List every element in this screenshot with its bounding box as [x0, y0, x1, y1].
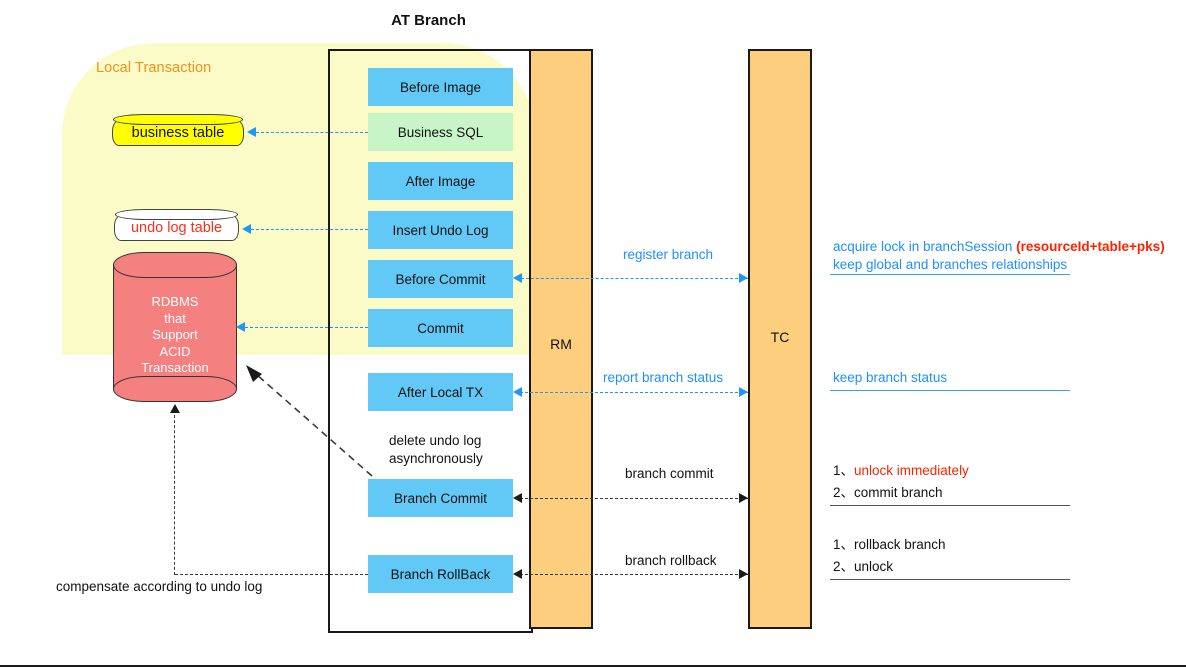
rdbms-label: RDBMS that Support ACID Transaction: [141, 294, 209, 375]
label-register-branch: register branch: [623, 247, 714, 262]
business-table-label: business table: [131, 125, 225, 141]
note-commit-step-2-number: 2、: [833, 485, 855, 500]
separator-branch-status-note: [830, 390, 1070, 391]
page-title: AT Branch: [391, 12, 466, 29]
cylinder-top-icon: [113, 252, 237, 278]
rm-column: RM: [529, 49, 593, 629]
arrowhead-left-icon: [513, 273, 522, 283]
arrowhead-left-icon: [513, 493, 522, 503]
note-rollback-step-1-number: 1、: [833, 537, 855, 552]
cylinder-body: [113, 264, 237, 390]
note-delete-undo-log: delete undo log asynchronously: [389, 432, 483, 468]
note-acquire-lock-line1: acquire lock in branchSession (resourceI…: [833, 238, 1165, 256]
note-rollback-steps: 1、rollback branch 2、unlock: [833, 534, 946, 578]
undo-log-table-label: undo log table: [130, 220, 223, 236]
note-commit-steps: 1、unlock immediately 2、commit branch: [833, 460, 969, 504]
tc-label: TC: [770, 329, 790, 345]
note-acquire-lock-red: (resourceId+table+pks): [1016, 239, 1165, 254]
flow-box-business-sql[interactable]: Business SQL: [368, 113, 513, 151]
bottom-divider: [0, 665, 1186, 667]
connector-commit-to-rdbms: [245, 327, 368, 328]
label-branch-rollback: branch rollback: [625, 553, 717, 568]
arrowhead-up-icon: [170, 404, 180, 413]
flow-box-after-local-tx[interactable]: After Local TX: [368, 373, 513, 411]
undo-log-table-store: undo log table: [114, 209, 239, 241]
note-rollback-step-2: 2、unlock: [833, 556, 946, 578]
note-commit-step-1-text: unlock immediately: [854, 463, 969, 478]
connector-report-branch-status: [520, 392, 748, 393]
arrowhead-left-icon: [513, 569, 522, 579]
connector-business-sql-to-table: [256, 132, 368, 133]
arrowhead-left-icon: [247, 127, 256, 137]
connector-insert-undo-log-to-table: [251, 229, 368, 230]
connector-register-branch: [516, 278, 748, 279]
note-acquire-lock-prefix: acquire lock in branchSession: [833, 239, 1013, 254]
local-transaction-label: Local Transaction: [96, 60, 212, 76]
label-report-branch-status: report branch status: [603, 370, 724, 385]
rm-label: RM: [550, 336, 572, 352]
arrowhead-right-icon: [739, 493, 748, 503]
cylinder-lid-icon: [115, 209, 238, 220]
separator-rollback-note: [830, 579, 1070, 580]
note-rollback-step-1-text: rollback branch: [854, 537, 946, 552]
arrowhead-left-icon: [242, 224, 251, 234]
cylinder-bottom-icon: [113, 376, 237, 402]
flow-box-commit[interactable]: Commit: [368, 309, 513, 347]
note-keep-branch-status: keep branch status: [833, 370, 948, 385]
arrowhead-right-icon: [739, 273, 748, 283]
note-rollback-step-1: 1、rollback branch: [833, 534, 946, 556]
note-compensate: compensate according to undo log: [56, 579, 263, 594]
separator-lock-note: [830, 274, 1070, 275]
arrowhead-left-icon: [236, 322, 245, 332]
note-commit-step-1: 1、unlock immediately: [833, 460, 969, 482]
note-acquire-lock: acquire lock in branchSession (resourceI…: [833, 238, 1165, 274]
separator-commit-note: [830, 505, 1070, 506]
diagonal-dashed-arrow-icon: [246, 365, 373, 477]
connector-compensate-vertical: [174, 415, 175, 575]
connector-compensate-horizontal: [175, 574, 368, 575]
note-commit-step-2: 2、commit branch: [833, 482, 969, 504]
flow-box-before-image[interactable]: Before Image: [368, 68, 513, 106]
flow-box-after-image[interactable]: After Image: [368, 162, 513, 200]
flow-box-branch-commit[interactable]: Branch Commit: [368, 479, 513, 517]
note-delete-undo-log-line1: delete undo log: [389, 433, 482, 448]
note-commit-step-1-number: 1、: [833, 463, 855, 478]
rdbms-database-cylinder: RDBMS that Support ACID Transaction: [113, 252, 237, 402]
note-keep-global: keep global and branches relationships: [833, 257, 1068, 272]
note-rollback-step-2-text: unlock: [854, 559, 894, 574]
flow-box-insert-undo-log[interactable]: Insert Undo Log: [368, 211, 513, 249]
flow-box-branch-rollback[interactable]: Branch RollBack: [368, 555, 513, 593]
flow-box-before-commit[interactable]: Before Commit: [368, 260, 513, 298]
arrowhead-right-icon: [739, 387, 748, 397]
business-table-store: business table: [112, 114, 244, 146]
connector-branch-commit: [520, 498, 748, 499]
note-rollback-step-2-number: 2、: [833, 559, 855, 574]
tc-column: TC: [748, 49, 812, 629]
cylinder-lid-icon: [113, 114, 243, 125]
label-branch-commit: branch commit: [625, 466, 714, 481]
note-delete-undo-log-line2: asynchronously: [389, 451, 483, 466]
arrowhead-left-icon: [513, 387, 522, 397]
connector-delete-undo-log: [236, 360, 376, 480]
note-commit-step-2-text: commit branch: [854, 485, 943, 500]
connector-branch-rollback: [520, 574, 748, 575]
arrowhead-right-icon: [739, 569, 748, 579]
